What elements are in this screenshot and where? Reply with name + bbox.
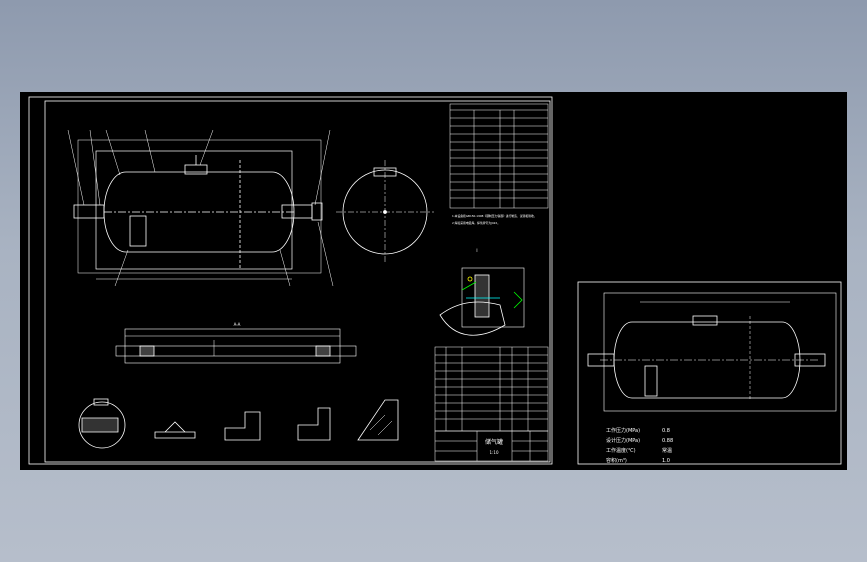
leader-line [114,249,129,287]
detail-shell [439,301,506,336]
tech-note-1: 1.本设备按GB150-1998《钢制压力容器》进行制造、试验和验收， [452,214,537,218]
weld-detail-2 [224,411,261,441]
preview-sheet [577,281,842,465]
param-value-4: 1.0 [662,458,670,464]
weld-detail-3 [297,407,331,441]
detail-label: I [476,248,477,253]
leader-line [67,129,85,206]
hatch [369,414,386,431]
support-saddle [129,215,147,247]
section-label-a: A-A [234,322,241,327]
sheet-inner-border [44,100,551,463]
param-label-1: 工作压力(MPa) [606,427,640,434]
design-parameter-table [449,103,549,209]
param-label-2: 设计压力(MPa) [606,437,640,444]
hatch [377,420,393,436]
leader-line [144,129,156,173]
title-block-drawing-title: 储气罐 [485,438,503,446]
tech-note-2: 2.焊接采用电弧焊，焊条牌号为J422。 [452,221,500,225]
leader-line [317,221,334,287]
sheet-outer-border [28,96,553,465]
leader-line [199,129,214,166]
nozzle-table [434,346,549,432]
preview-top-nozzle [692,315,718,326]
detail-arrow-green [513,291,523,309]
drawing-background [20,92,847,470]
preview-support [644,365,658,397]
detail-frame [461,267,525,328]
leader-line [279,249,291,287]
leader-line [314,129,331,206]
center-mark [383,210,387,214]
section-hatch-left [139,345,155,357]
param-value-1: 0.8 [662,428,670,434]
right-flange [311,202,323,221]
preview-tank-shell [613,321,801,399]
section-hatch-right [315,345,331,357]
param-table-frame [449,103,549,209]
enlarged-detail [439,267,525,336]
param-value-3: 常温 [662,447,672,454]
preview-left-nozzle [587,353,615,367]
weld-detail-4 [357,399,399,441]
left-nozzle [73,204,105,219]
detail-callout-yellow [467,276,473,282]
view-outline [77,139,322,274]
param-label-3: 工作温度(℃) [606,447,636,454]
section-view-long [115,328,357,364]
param-value-2: 0.88 [662,438,673,444]
preview-outer-border [577,281,842,465]
param-label-4: 容积(m³) [606,457,627,464]
title-block [434,430,549,462]
tank-elevation-view [67,129,334,287]
preview-right-nozzle [794,353,826,367]
preview-params: 工作压力(MPa) 0.8 设计压力(MPa) 0.88 工作温度(℃) 常温 … [606,427,673,464]
leader-line [105,129,121,176]
view-frame [95,150,293,270]
detail-nozzle [474,274,490,318]
detail-circle-view [78,401,126,449]
weld-detail-1 [154,421,196,439]
tank-shell [103,171,295,253]
title-block-frame [434,430,549,462]
leader-line [89,129,101,206]
main-sheet [28,96,553,465]
detail-circle-hatch [81,417,119,433]
detail-views [78,398,399,449]
detail-weld-green [461,281,477,291]
title-block-scale: 1:10 [490,450,499,455]
preview-view-frame [603,292,837,412]
detail-circle-key [93,398,109,406]
tank-side-view [336,160,434,262]
section-body [115,345,357,357]
